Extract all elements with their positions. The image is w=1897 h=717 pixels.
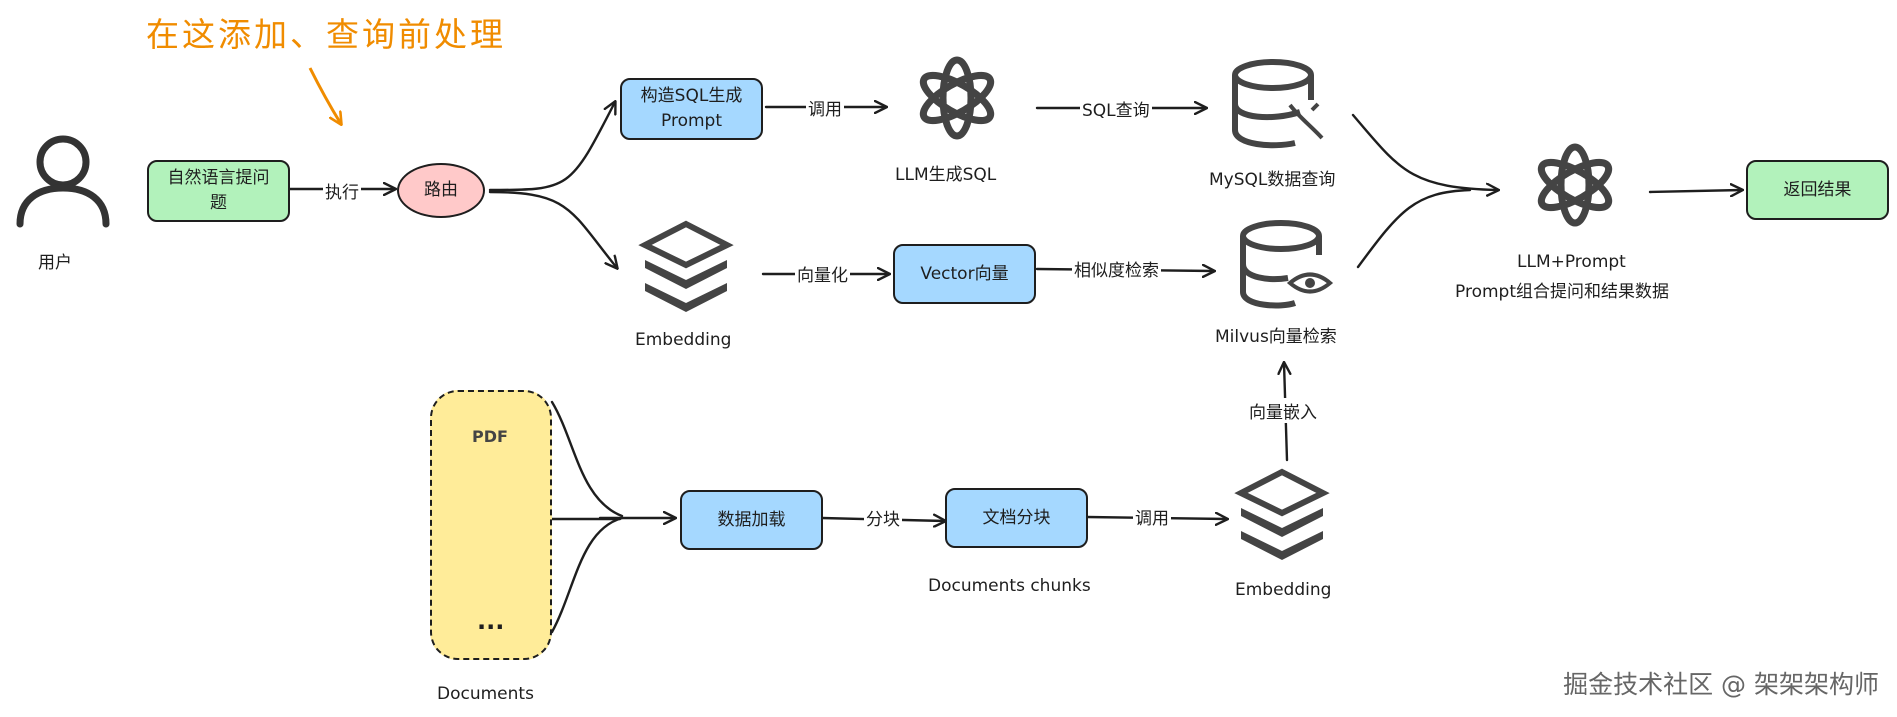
- arrow-label-call-2: 调用: [1133, 504, 1171, 529]
- pdf-icon-text: PDF: [472, 427, 508, 446]
- documents-label: Documents: [437, 684, 534, 704]
- return-result-node[interactable]: 返回结果: [1746, 160, 1889, 220]
- watermark: 掘金技术社区 @ 架架架构师: [1563, 670, 1879, 699]
- llm-sql-icon: [919, 56, 995, 140]
- arrow-label-similarity: 相似度检索: [1072, 256, 1161, 281]
- arrow-label-execute: 执行: [323, 178, 361, 203]
- embedding-layers-icon-top: [638, 220, 734, 312]
- arrow-merge-top: [1351, 113, 1498, 190]
- more-docs-icon: ...: [477, 607, 505, 635]
- embedding-layers-icon-bottom: [1234, 468, 1330, 560]
- llm-prompt-icon: [1537, 143, 1613, 227]
- embedding-label-top: Embedding: [635, 330, 732, 350]
- milvus-label: Milvus向量检索: [1215, 327, 1337, 347]
- doc-chunks-label: Documents chunks: [928, 576, 1091, 596]
- mysql-database-icon: [1232, 59, 1324, 149]
- llm-sql-label: LLM生成SQL: [895, 165, 997, 185]
- arrow-router-embedding: [488, 190, 617, 268]
- embedding-label-bottom: Embedding: [1235, 580, 1332, 600]
- arrow-label-vectorize: 向量化: [795, 261, 850, 286]
- vector-node[interactable]: Vector向量: [893, 244, 1036, 304]
- user-icon: [16, 135, 110, 228]
- arrow-router-sql: [488, 102, 615, 192]
- router-node[interactable]: 路由: [397, 163, 485, 218]
- arrow-label-sql-query: SQL查询: [1080, 96, 1152, 121]
- arrow-llm-return: [1648, 190, 1742, 192]
- llm-prompt-label: LLM+Prompt: [1517, 252, 1626, 272]
- annotation-text: 在这添加、查询前处理: [146, 15, 506, 54]
- arrow-merge-bottom: [1356, 188, 1472, 269]
- arrow-label-call-1: 调用: [806, 95, 844, 120]
- doc-split-node[interactable]: 文档分块: [945, 488, 1088, 548]
- mysql-label: MySQL数据查询: [1209, 170, 1336, 190]
- llm-prompt-sublabel: Prompt组合提问和结果数据: [1455, 282, 1669, 302]
- annotation-arrow: [308, 67, 341, 124]
- documents-group: [430, 390, 552, 660]
- build-sql-node[interactable]: 构造SQL生成 Prompt: [620, 78, 763, 140]
- arrow-label-embed: 向量嵌入: [1247, 398, 1319, 423]
- milvus-database-icon: [1240, 220, 1334, 309]
- arrow-docs-3: [550, 516, 624, 634]
- data-load-node[interactable]: 数据加载: [680, 490, 823, 550]
- question-node[interactable]: 自然语言提问 题: [147, 160, 290, 222]
- arrow-label-chunk: 分块: [864, 505, 902, 530]
- arrow-docs-1: [550, 400, 624, 518]
- user-label: 用户: [38, 253, 72, 273]
